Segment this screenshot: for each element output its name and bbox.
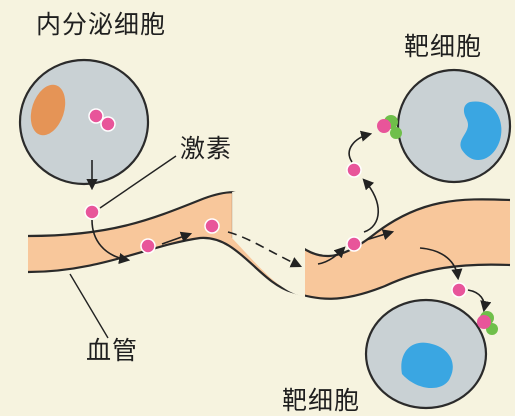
arrow-flow-4 [419, 247, 463, 281]
hormone-granule [88, 108, 104, 124]
endocrine-cell [18, 58, 150, 186]
target-cell-top [377, 68, 512, 184]
endocrine-nucleus [30, 84, 66, 136]
hormone-leader [99, 155, 177, 209]
hormone-molecules [84, 162, 467, 298]
target-nucleus [460, 101, 502, 161]
vessel-leader [69, 273, 109, 339]
vessel-bottom-wall [27, 236, 511, 300]
hormone-granule [100, 116, 116, 132]
receptor-top [377, 115, 402, 139]
target-cell-bottom-label: 靶细胞 [282, 386, 361, 415]
arrow-into-vessel [91, 219, 131, 265]
arrow-to-receptor-bottom [467, 289, 492, 313]
flow-arrows [86, 130, 492, 313]
arrow-flow-1 [161, 231, 193, 245]
target-cell-top-label: 靶细胞 [404, 32, 483, 61]
hormone-molecule [346, 236, 362, 252]
endocrine-cell-label: 内分泌细胞 [36, 10, 167, 39]
blood-vessel [27, 190, 511, 300]
arrow-flow-dashed [227, 231, 303, 268]
hormone-label: 激素 [180, 134, 233, 163]
hormone-molecule [451, 282, 467, 298]
blood-vessel-label: 血管 [86, 336, 139, 365]
hormone-molecule [140, 238, 156, 254]
hormone-molecule [346, 162, 362, 178]
vessel-gap [232, 190, 305, 297]
hormone-molecule [204, 218, 220, 234]
arrow-flow-2 [317, 246, 346, 265]
leader-lines [69, 155, 177, 339]
arrow-to-receptor-top [348, 130, 373, 163]
arrow-exit-top [362, 178, 379, 233]
target-nucleus [401, 342, 453, 389]
target-cell-bottom [364, 298, 498, 410]
receptor-bottom [477, 311, 498, 335]
hormone-molecule [84, 204, 100, 220]
arrow-flow-3 [365, 229, 395, 241]
